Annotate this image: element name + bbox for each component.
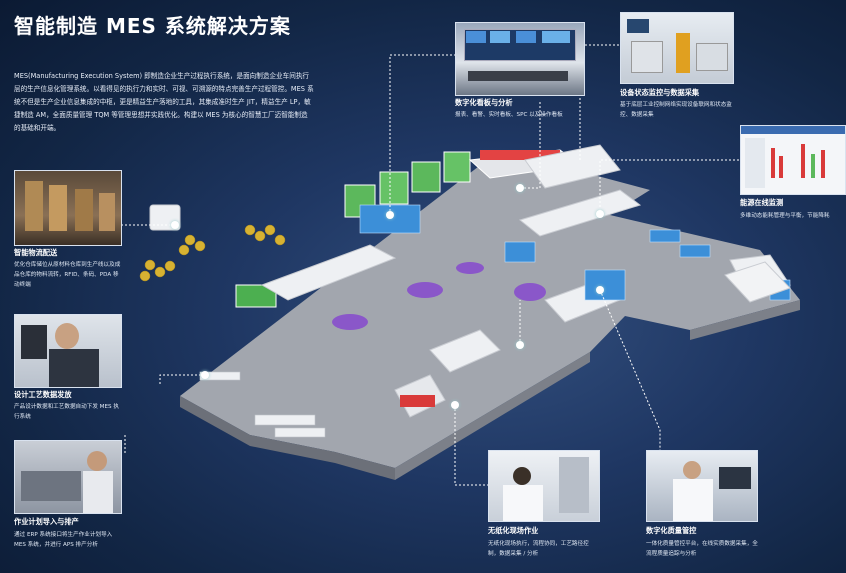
floor-edge <box>180 396 395 480</box>
kanban-desc: 报表、看警、实时看板、SPC 以及操作看板 <box>455 112 563 118</box>
node-equipment[interactable] <box>516 184 524 192</box>
kanban-photo <box>455 22 585 96</box>
green-racks <box>235 151 471 308</box>
kanban-title: 数字化看板与分析 <box>455 98 513 107</box>
red-conveyor <box>394 374 446 418</box>
truck <box>724 261 791 303</box>
equipment-desc: 基于底层工业控制网络实现设备联网和状态监控、数据采集 <box>620 102 732 118</box>
node-kanban[interactable] <box>386 211 394 219</box>
process-title: 设计工艺数据发放 <box>14 390 72 399</box>
plan-title: 作业计划导入与排产 <box>14 517 79 526</box>
paperless-title: 无纸化现场作业 <box>488 526 539 535</box>
energy-desc: 多维动态能耗管理与平衡，节能降耗 <box>740 213 830 219</box>
process-desc: 产品设计数据和工艺数据自动下发 MES 执行系统 <box>14 404 119 420</box>
energy-photo <box>740 125 846 195</box>
yellow-drums <box>139 224 286 282</box>
quality-desc: 一体化质量管控平台，在线实质数据采集，全流程质量追踪与分析 <box>646 541 758 557</box>
paperless-photo <box>488 450 600 522</box>
energy-title: 能源在线监测 <box>740 198 784 207</box>
quality-photo <box>646 450 758 522</box>
node-quality[interactable] <box>596 286 604 294</box>
node-process[interactable] <box>201 371 209 379</box>
equipment-photo <box>620 12 734 84</box>
quality-title: 数字化质量管控 <box>646 526 697 535</box>
intro-text: MES(Manufacturing Execution System) 即制造企… <box>14 72 314 132</box>
process-photo <box>14 314 122 388</box>
page-title: 智能制造 MES 系统解决方案 <box>14 14 291 38</box>
white-machines <box>149 144 791 373</box>
logistics-desc: 优化仓库储位从原材料仓库到生产线以及成品仓库的物料流转，RFID、条码、PDA … <box>14 262 121 288</box>
logistics-photo <box>14 170 122 246</box>
equipment-title: 设备状态监控与数据采集 <box>620 88 700 97</box>
plan-desc: 通过 ERP 系统接口将生产作业计划导入 MES 系统，并进行 APS 排产分析 <box>14 532 113 548</box>
node-logistics[interactable] <box>171 221 179 229</box>
purple-carts <box>332 262 546 330</box>
floor-slab <box>180 150 800 468</box>
node-paperless[interactable] <box>451 401 459 409</box>
node-energy[interactable] <box>596 210 604 218</box>
plan-photo <box>14 440 122 514</box>
paperless-desc: 无纸化现场执行，流程协同，工艺路径控制，数据采集 / 分析 <box>488 541 589 557</box>
node-center[interactable] <box>516 341 524 349</box>
office-desks <box>199 371 326 438</box>
logistics-title: 智能物流配送 <box>14 248 58 257</box>
